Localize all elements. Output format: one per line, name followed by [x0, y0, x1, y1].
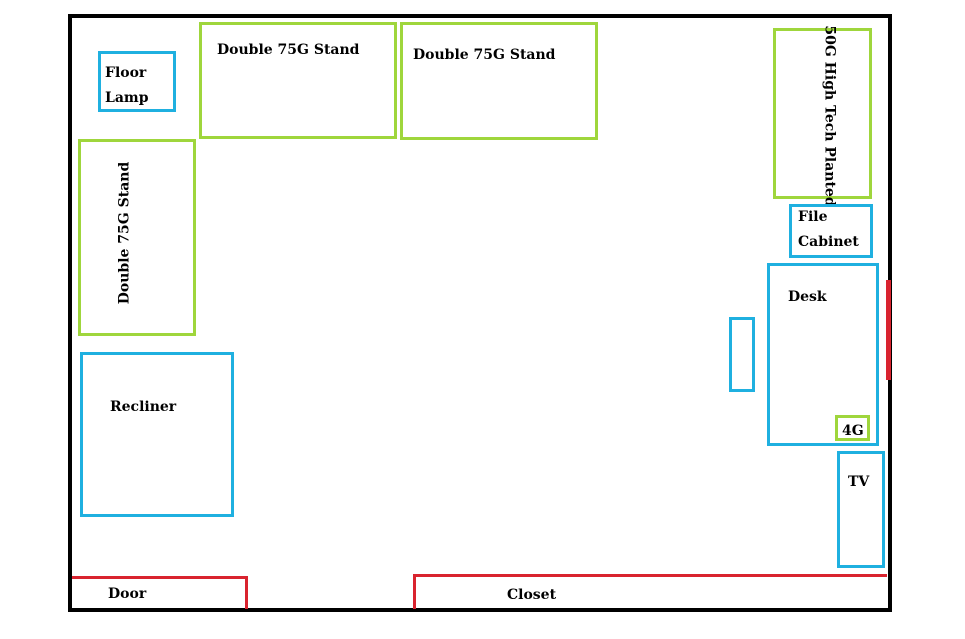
- stand-top-middle-box: [400, 22, 598, 140]
- closet-label: Closet: [507, 587, 557, 603]
- small-tank-label: 4G: [842, 423, 864, 439]
- recliner-label: Recliner: [110, 399, 177, 415]
- file-cabinet-box: [789, 204, 873, 258]
- small-tank-box: [835, 415, 870, 441]
- window-right-wall: [886, 280, 891, 380]
- planted-tank-box: [773, 28, 872, 199]
- planted-tank-label: 50G High Tech Planted: [821, 25, 838, 207]
- tv-box: [837, 451, 885, 568]
- door-label: Door: [108, 586, 147, 602]
- stand-left-side-box: [78, 139, 196, 336]
- closet-line-horizontal: [413, 574, 887, 577]
- stand-top-left-label: Double 75G Stand: [217, 42, 360, 58]
- closet-line-vertical: [413, 574, 416, 609]
- door-line-horizontal: [72, 576, 248, 579]
- floor-lamp-label-line2: Lamp: [105, 90, 149, 106]
- floor-lamp-label-line1: Floor: [105, 65, 147, 81]
- stand-top-left-box: [199, 22, 397, 139]
- desk-chair-box: [729, 317, 755, 392]
- stand-left-side-label: Double 75G Stand: [116, 161, 133, 305]
- stand-top-middle-label: Double 75G Stand: [413, 47, 556, 63]
- file-cabinet-label-line1: File: [798, 209, 828, 225]
- tv-label: TV: [848, 474, 870, 490]
- floor-lamp-box: [98, 51, 176, 112]
- file-cabinet-label-line2: Cabinet: [798, 234, 859, 250]
- recliner-box: [80, 352, 234, 517]
- desk-box: [767, 263, 879, 446]
- door-line-vertical: [245, 576, 248, 609]
- desk-label: Desk: [788, 289, 827, 305]
